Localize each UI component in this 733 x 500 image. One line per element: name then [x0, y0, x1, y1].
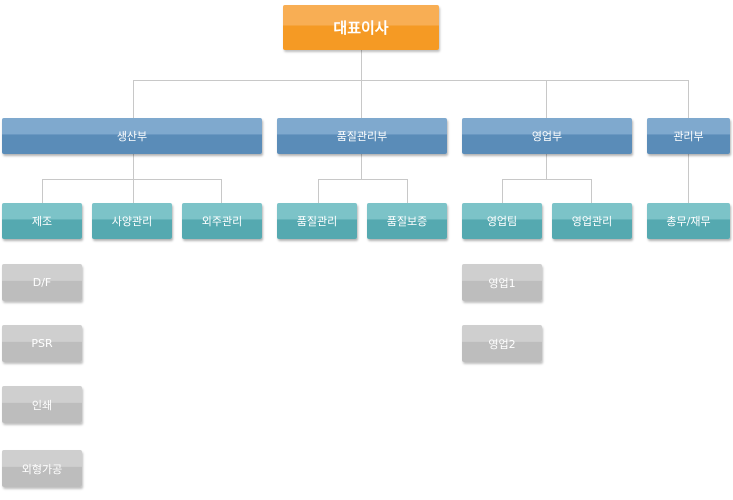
connector-dept-production: [133, 80, 134, 118]
dept-admin-label: 관리부: [673, 130, 704, 143]
team-sales-management: 영업관리: [552, 203, 632, 239]
connector-sales-horizontal: [502, 179, 592, 180]
dept-production-label: 생산부: [116, 130, 148, 143]
connector-team-manufacturing: [42, 179, 43, 203]
sub-unit-sales-1-label: 영업1: [488, 276, 516, 290]
team-quality-assurance: 품질보증: [367, 203, 447, 239]
ceo-label: 대표이사: [333, 19, 389, 37]
team-quality-assurance-label: 품질보증: [386, 215, 428, 228]
sub-unit-sales-1: 영업1: [462, 264, 542, 301]
connector-team-sales: [502, 179, 503, 203]
dept-sales: 영업부: [462, 118, 632, 154]
connector-team-outsource: [221, 179, 222, 203]
connector-dept-horizontal: [133, 80, 689, 81]
connector-admin-down: [688, 154, 689, 203]
team-general-finance: 총무/재무: [647, 203, 730, 239]
team-spec-management-label: 사양관리: [111, 215, 153, 228]
dept-quality: 품질관리부: [277, 118, 447, 154]
connector-ceo-down: [361, 50, 362, 80]
team-outsourcing: 외주관리: [182, 203, 262, 239]
sub-unit-psr: PSR: [2, 325, 82, 362]
sub-unit-printing-label: 인쇄: [31, 398, 53, 412]
connector-dept-sales: [546, 80, 547, 118]
team-outsourcing-label: 외주관리: [201, 215, 243, 228]
connector-sales-down: [546, 154, 547, 179]
team-quality-control-label: 품질관리: [296, 215, 338, 228]
connector-team-spec: [133, 179, 134, 203]
sub-unit-sales-2-label: 영업2: [488, 337, 516, 351]
team-sales-management-label: 영업관리: [571, 215, 613, 228]
sub-unit-df-label: D/F: [32, 276, 52, 289]
sub-unit-df: D/F: [2, 264, 82, 301]
team-manufacturing: 제조: [2, 203, 82, 239]
sub-unit-printing: 인쇄: [2, 386, 82, 423]
connector-team-qc: [318, 179, 319, 203]
dept-sales-label: 영업부: [531, 130, 563, 143]
connector-quality-horizontal: [318, 179, 408, 180]
ceo-box: 대표이사: [283, 5, 439, 50]
sub-unit-sales-2: 영업2: [462, 325, 542, 362]
sub-unit-psr-label: PSR: [31, 337, 53, 350]
dept-quality-label: 품질관리부: [336, 130, 388, 143]
connector-quality-down: [361, 154, 362, 179]
team-sales-label: 영업팀: [486, 215, 518, 228]
team-spec-management: 사양관리: [92, 203, 172, 239]
connector-production-down: [133, 154, 134, 179]
dept-production: 생산부: [2, 118, 262, 154]
team-quality-control: 품질관리: [277, 203, 357, 239]
team-sales: 영업팀: [462, 203, 542, 239]
connector-dept-admin: [688, 80, 689, 118]
connector-production-horizontal: [42, 179, 222, 180]
sub-unit-outline-processing: 외형가공: [2, 450, 82, 487]
connector-team-qa: [407, 179, 408, 203]
connector-dept-quality: [361, 80, 362, 118]
connector-team-sales-mgmt: [591, 179, 592, 203]
dept-admin: 관리부: [647, 118, 730, 154]
sub-unit-outline-processing-label: 외형가공: [21, 462, 63, 476]
team-general-finance-label: 총무/재무: [666, 215, 711, 228]
team-manufacturing-label: 제조: [31, 215, 53, 228]
